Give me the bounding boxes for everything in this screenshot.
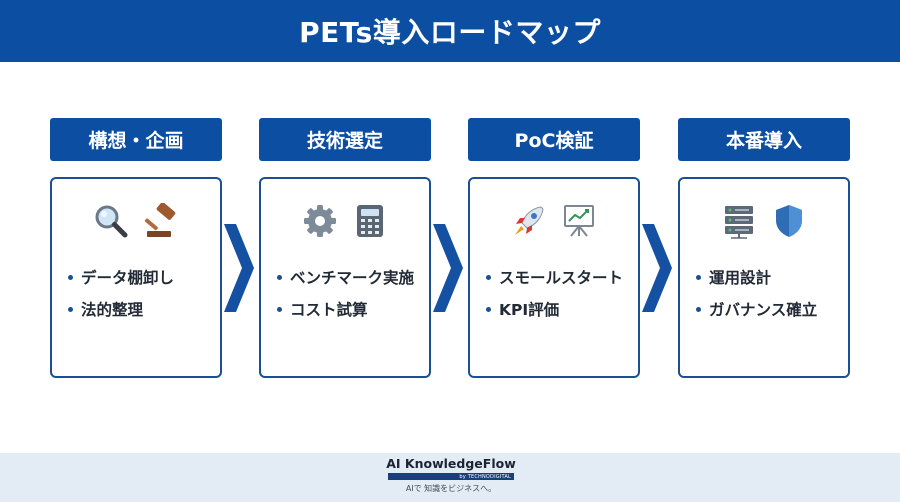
list-item: データ棚卸し xyxy=(68,261,174,293)
page-title: PETs導入ロードマップ xyxy=(299,16,601,49)
logo-byline: by TECHNODIGITAL xyxy=(459,473,511,480)
server-icon xyxy=(725,206,753,239)
bullet-dot xyxy=(68,306,73,312)
chevron-arrow-icon xyxy=(433,224,463,312)
stage-icons xyxy=(470,203,638,239)
list-item-label: 法的整理 xyxy=(81,301,144,319)
stage-header-label: 本番導入 xyxy=(725,130,802,152)
stage-card-4: 運用設計 ガバナンス確立 xyxy=(678,177,850,378)
list-item: ガバナンス確立 xyxy=(696,293,817,325)
chart-board-icon xyxy=(564,205,594,237)
stage-bullets: スモールスタート KPI評価 xyxy=(486,261,623,325)
stage-icons xyxy=(261,203,429,239)
stage-card-1: データ棚卸し 法的整理 xyxy=(50,177,222,378)
stage-header-1: 構想・企画 xyxy=(50,118,222,161)
list-item: KPI評価 xyxy=(486,293,623,325)
calculator-icon xyxy=(357,205,383,237)
stage-icons xyxy=(680,203,848,239)
stage-header-3: PoC検証 xyxy=(468,118,640,161)
stage-header-label: 構想・企画 xyxy=(88,130,184,152)
list-item-label: データ棚卸し xyxy=(81,269,175,287)
bullet-dot xyxy=(277,274,282,280)
magnifier-icon xyxy=(95,205,128,238)
stage-header-4: 本番導入 xyxy=(678,118,850,161)
list-item: 運用設計 xyxy=(696,261,817,293)
list-item: スモールスタート xyxy=(486,261,623,293)
list-item-label: コスト試算 xyxy=(290,301,368,319)
stage-header-label: 技術選定 xyxy=(306,130,383,152)
list-item: ベンチマーク実施 xyxy=(277,261,414,293)
title-banner: PETs導入ロードマップ xyxy=(0,0,900,62)
bullet-dot xyxy=(277,306,282,312)
stage-header-2: 技術選定 xyxy=(259,118,431,161)
list-item-label: ベンチマーク実施 xyxy=(290,269,415,287)
bullet-dot xyxy=(486,274,491,280)
list-item-label: ガバナンス確立 xyxy=(709,301,818,319)
stage-bullets: 運用設計 ガバナンス確立 xyxy=(696,261,817,325)
shield-icon xyxy=(776,205,802,237)
brand-logo: AI KnowledgeFlow by TECHNODIGITAL AIで 知識… xyxy=(384,456,518,498)
stage-icons xyxy=(52,203,220,239)
stage-bullets: データ棚卸し 法的整理 xyxy=(68,261,174,325)
list-item-label: 運用設計 xyxy=(709,269,772,287)
list-item: 法的整理 xyxy=(68,293,174,325)
stage-bullets: ベンチマーク実施 コスト試算 xyxy=(277,261,414,325)
chevron-arrow-icon xyxy=(224,224,254,312)
bullet-dot xyxy=(696,306,701,312)
list-item: コスト試算 xyxy=(277,293,414,325)
bullet-dot xyxy=(696,274,701,280)
list-item-label: KPI評価 xyxy=(499,301,560,319)
logo-bar: by TECHNODIGITAL xyxy=(388,473,514,480)
bullet-dot xyxy=(68,274,73,280)
stage-card-2: ベンチマーク実施 コスト試算 xyxy=(259,177,431,378)
gear-icon xyxy=(304,205,336,237)
stage-card-3: スモールスタート KPI評価 xyxy=(468,177,640,378)
chevron-arrow-icon xyxy=(642,224,672,312)
logo-title: AI KnowledgeFlow xyxy=(386,456,516,471)
stage-header-label: PoC検証 xyxy=(514,130,594,152)
gavel-icon xyxy=(144,203,176,237)
bullet-dot xyxy=(486,306,491,312)
rocket-icon xyxy=(515,206,544,235)
logo-tagline: AIで 知識をビジネスへ。 xyxy=(405,484,497,493)
list-item-label: スモールスタート xyxy=(499,269,624,287)
